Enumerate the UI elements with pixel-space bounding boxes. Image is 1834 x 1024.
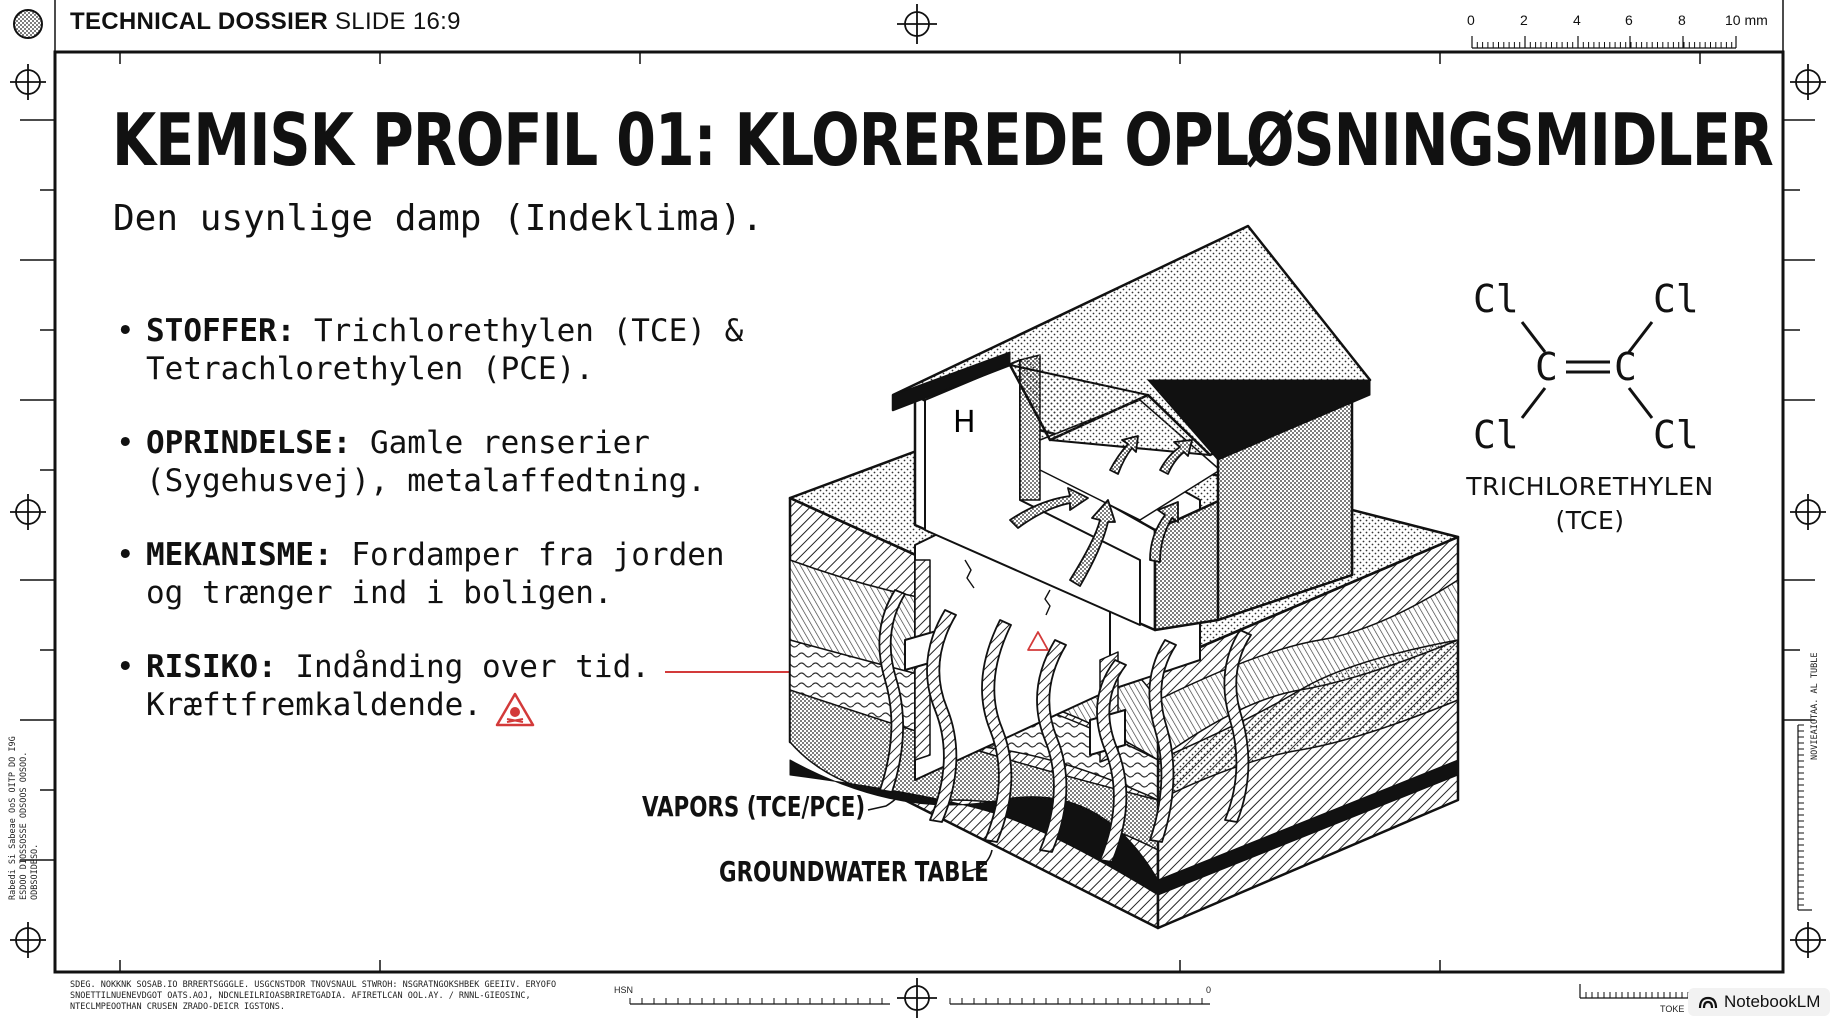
house-letter: H [953, 405, 976, 440]
bullet-oprindelse: • OPRINDELSE: Gamle renserier (Sygehusve… [112, 424, 752, 500]
dossier-header: TECHNICAL DOSSIER SLIDE 16:9 [70, 8, 461, 36]
crosshair-icon [10, 64, 46, 100]
skull-warning-icon [495, 692, 535, 727]
molecule-name-line1: TRICHLORETHYLEN [1466, 472, 1714, 501]
bullet-marker: • [116, 425, 135, 461]
atom-c-2: C [1614, 345, 1637, 389]
footer-footnote: SDEG. NOKKNK SOSAB.IO BRRERTSGGGLE. USGC… [70, 980, 557, 1012]
vapors-label: VAPORS (TCE/PCE) [642, 790, 866, 823]
page-subtitle: Den usynlige damp (Indeklima). [113, 198, 764, 239]
bullet-text: Indånding over tid. Kræftfremkaldende. [146, 649, 650, 723]
page-title: KEMISK PROFIL 01: KLOREREDE OPLØSNINGSMI… [112, 98, 1774, 182]
crosshair-icon [1790, 494, 1826, 530]
bullet-stoffer: • STOFFER: Trichlorethylen (TCE) & Tetra… [112, 312, 752, 388]
ruler-label-6: 6 [1625, 12, 1633, 28]
footer-ruler-right-label: 0 [1206, 985, 1212, 995]
ruler-label-10: 10 mm [1725, 12, 1768, 28]
crosshair-icon [1790, 64, 1826, 100]
bullet-list: • STOFFER: Trichlorethylen (TCE) & Tetra… [112, 312, 752, 760]
ruler-label-4: 4 [1573, 12, 1581, 28]
atom-cl-3: Cl [1473, 413, 1519, 457]
ruler-label-2: 2 [1520, 12, 1528, 28]
bullet-marker: • [116, 537, 135, 573]
groundwater-label: GROUNDWATER TABLE [719, 855, 989, 888]
crosshair-icon [1790, 922, 1826, 958]
bullet-mekanisme: • MEKANISME: Fordamper fra jorden og træ… [112, 536, 752, 612]
crosshair-icon [897, 4, 937, 44]
atom-c-1: C [1535, 345, 1558, 389]
soil-house-diagram [788, 224, 1460, 930]
bullet-text: Trichlorethylen (TCE) & Tetrachlorethyle… [146, 313, 744, 387]
brand-label: NotebookLM [1724, 992, 1821, 1011]
notebooklm-logo-icon [1698, 996, 1718, 1009]
side-note-right: NOVIEAIOTAA. AL TUBLE [1810, 652, 1820, 760]
atom-cl-4: Cl [1653, 413, 1699, 457]
bullet-label: MEKANISME: [146, 537, 333, 573]
seal-icon [13, 9, 43, 39]
molecule-name-line2: (TCE) [1555, 506, 1625, 535]
side-note-left: Rabedi Si Sabeae OoS OITP DO I9G ESDOO D… [8, 736, 40, 900]
molecule-name: TRICHLORETHYLEN (TCE) [1455, 470, 1725, 538]
slide-format-label: SLIDE 16:9 [328, 8, 461, 35]
notebooklm-badge[interactable]: NotebookLM [1688, 988, 1831, 1016]
ruler-label-8: 8 [1678, 12, 1686, 28]
bullet-text: Gamle renserier (Sygehusvej), metalaffed… [146, 425, 706, 499]
bullet-marker: • [116, 313, 135, 349]
crosshair-icon [897, 978, 937, 1018]
crosshair-icon [10, 494, 46, 530]
bullet-label: RISIKO: [146, 649, 277, 685]
dossier-label: TECHNICAL DOSSIER [70, 8, 329, 35]
bullet-label: STOFFER: [146, 313, 296, 349]
bullet-text: Fordamper fra jorden og trænger ind i bo… [146, 537, 725, 611]
molecule-atoms: Cl Cl C C Cl Cl [1473, 277, 1699, 457]
atom-cl-1: Cl [1473, 277, 1519, 321]
bullet-label: OPRINDELSE: [146, 425, 352, 461]
footer-ruler-left-label: HSN [614, 985, 634, 995]
bullet-risiko: • RISIKO: Indånding over tid. Kræftfremk… [112, 648, 666, 724]
footer-corner-label: TOKE [1660, 1004, 1685, 1014]
crosshair-icon [10, 922, 46, 958]
ruler-label-0: 0 [1467, 12, 1475, 28]
atom-cl-2: Cl [1653, 277, 1699, 321]
bullet-marker: • [116, 649, 135, 685]
tce-molecule [1520, 321, 1654, 419]
